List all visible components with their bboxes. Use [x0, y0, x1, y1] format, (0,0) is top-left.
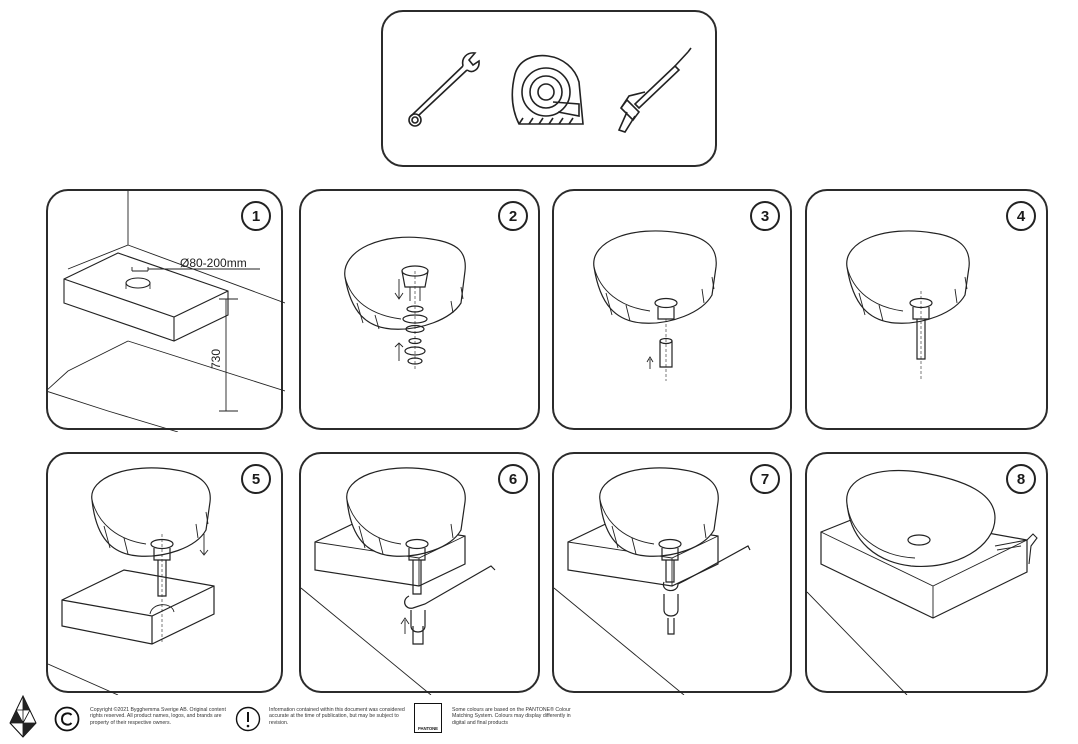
height-label: 730: [209, 349, 223, 369]
step-number-badge: 6: [498, 464, 528, 494]
caulking-gun-icon: [617, 47, 692, 133]
footer: Copyright ©2021 Bygghemma Sverige AB. Or…: [0, 693, 1078, 743]
pantone-note-text: Some colours are based on the PANTONE® C…: [452, 707, 571, 726]
step-number-badge: 1: [241, 201, 271, 231]
step-number-badge: 7: [750, 464, 780, 494]
step-6-panel: 6: [299, 452, 540, 695]
step-7-panel: 7: [552, 452, 792, 695]
step-8-panel: 8: [805, 452, 1048, 695]
tools-panel: [381, 10, 717, 167]
step-number-badge: 2: [498, 201, 528, 231]
step-number-badge: 4: [1006, 201, 1036, 231]
step-3-panel: 3: [552, 189, 792, 430]
step-number-badge: 8: [1006, 464, 1036, 494]
step-number-badge: 3: [750, 201, 780, 231]
tape-measure-icon: [511, 54, 584, 125]
wrench-icon: [408, 52, 480, 127]
copyright-icon: [54, 706, 80, 732]
disclaimer-text: Information contained within this docume…: [269, 707, 405, 726]
step-5-panel: 5: [46, 452, 283, 695]
info-exclamation-icon: [235, 706, 261, 732]
step-number-badge: 5: [241, 464, 271, 494]
pantone-logo: PANTONE: [414, 703, 442, 733]
brand-logo-icon: [9, 695, 37, 738]
step-4-panel: 4: [805, 189, 1048, 430]
step-1-panel: Ø80-200mm 730 1: [46, 189, 285, 432]
copyright-text: Copyright ©2021 Bygghemma Sverige AB. Or…: [90, 707, 226, 726]
step-2-panel: 2: [299, 189, 540, 430]
pantone-logo-label: PANTONE: [418, 726, 438, 731]
hole-diameter-label: Ø80-200mm: [180, 256, 247, 270]
